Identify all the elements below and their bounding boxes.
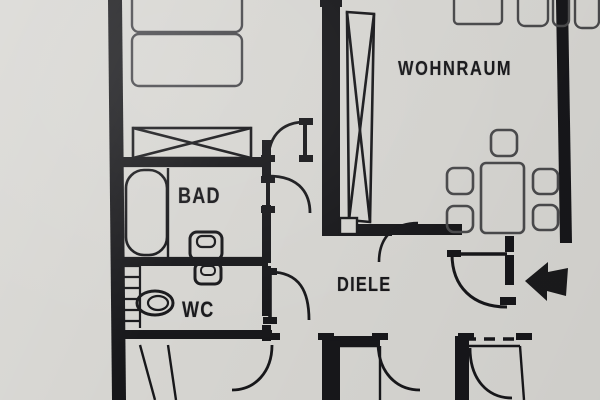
wall-bad-top <box>120 157 268 166</box>
entrance-arrow-glyph <box>525 262 568 301</box>
wall-central-vertical <box>322 0 340 232</box>
wohnraum-seat-1 <box>551 0 571 28</box>
room-label-wohnraum: WOHNRAUM <box>398 58 513 80</box>
dining-chair-top <box>489 128 519 158</box>
closet-bad-outline <box>131 126 253 160</box>
wall-entry-right-lower <box>505 255 514 285</box>
door-bottom-right-arc <box>468 347 513 400</box>
wall-bad-wc <box>120 258 268 266</box>
wall-bottom-left-block <box>322 336 340 400</box>
wall-wohnraum-bottom <box>378 224 462 235</box>
closet-diele <box>338 10 376 236</box>
room-label-wc: WC <box>182 297 215 322</box>
room-label-bad: BAD <box>178 183 221 208</box>
toilet-wc-seat <box>146 294 170 312</box>
wall-wc-right <box>262 266 271 316</box>
bottom-room-left-2 <box>166 344 178 400</box>
door-wc-arc <box>269 270 311 321</box>
wall-bottom-right-block <box>455 336 469 400</box>
washbasin-wc-outline <box>193 261 223 286</box>
door-wc-block-bottom-arc <box>231 344 274 392</box>
door-bad-lower-arc <box>267 174 312 214</box>
wall-wc-bottom <box>120 330 272 339</box>
closet-diele-foot <box>338 216 359 236</box>
bathtub-outline <box>124 168 169 257</box>
toilet-wc <box>135 289 175 317</box>
dining-chair-right-lower <box>531 203 560 232</box>
walls-layer <box>108 0 572 400</box>
door-bad-upper-jamb-b <box>299 155 313 162</box>
bed-lower <box>130 32 244 88</box>
wall-bad-right-mid <box>262 205 271 263</box>
bathtub <box>124 168 170 258</box>
toilet-wc-outline <box>135 289 175 317</box>
room-label-diele: DIELE <box>337 274 392 296</box>
washbasin-wc <box>193 261 223 286</box>
dining-chair-left-lower <box>445 204 475 234</box>
wall-bottom-mid <box>322 336 380 346</box>
entrance-arrow <box>525 262 568 301</box>
wall-top-stub <box>320 0 342 7</box>
wohnraum-seat-2 <box>573 0 600 30</box>
bad-room-outline <box>122 164 262 260</box>
opening-jamb-5 <box>264 333 280 340</box>
door-bad-upper-jamb-a <box>261 155 275 162</box>
door-wohnraum-arc <box>377 221 419 263</box>
door-bad-lower-jamb-a <box>261 176 275 183</box>
closet-bad <box>131 126 253 160</box>
washbasin-bad-outline <box>188 230 224 262</box>
wohnraum-dining-set <box>445 128 560 235</box>
door-wc-jamb-b <box>263 317 277 324</box>
dining-chair-left-upper <box>445 166 475 196</box>
closet-diele-cross-2 <box>347 13 376 221</box>
bed-upper <box>130 0 244 34</box>
bottom-room-left <box>138 344 157 400</box>
closet-bad-cross-2 <box>132 126 252 160</box>
door-bad-upper-jamb-c <box>299 118 313 125</box>
opening-jamb-2 <box>372 333 388 340</box>
opening-jamb-4 <box>516 333 532 340</box>
wohnraum-cabinet <box>452 0 504 26</box>
wall-entry-right <box>505 236 514 252</box>
door-diele-entry-arc <box>450 253 508 309</box>
wohnraum-top-furniture <box>452 0 600 30</box>
door-diele-entry-jamb-b <box>500 297 516 305</box>
wall-right-vertical <box>556 0 572 243</box>
bottom-room-right-2 <box>518 345 526 400</box>
bottom-rooms-outline <box>138 344 526 400</box>
door-bad-lower-jamb-b <box>261 206 275 213</box>
wall-left-vertical <box>108 0 126 400</box>
bedroom-furniture <box>130 0 244 88</box>
washbasin-bad <box>188 230 224 262</box>
dining-table <box>479 161 526 235</box>
washbasin-bad-bowl <box>195 234 217 249</box>
wohnraum-sofa <box>516 0 550 28</box>
door-diele-bottom-left-arc <box>376 341 421 392</box>
radiator-bad <box>121 262 142 328</box>
doors-layer <box>231 118 516 400</box>
openings-jambs <box>264 333 532 340</box>
door-diele-entry-jamb-a <box>447 250 461 257</box>
washbasin-wc-bowl <box>200 265 216 276</box>
closet-diele-cross-1 <box>345 11 372 223</box>
opening-jamb-3 <box>458 333 474 340</box>
dining-chair-right-upper <box>531 167 560 196</box>
opening-jamb-1 <box>318 333 334 340</box>
door-wc-jamb-a <box>263 268 277 275</box>
